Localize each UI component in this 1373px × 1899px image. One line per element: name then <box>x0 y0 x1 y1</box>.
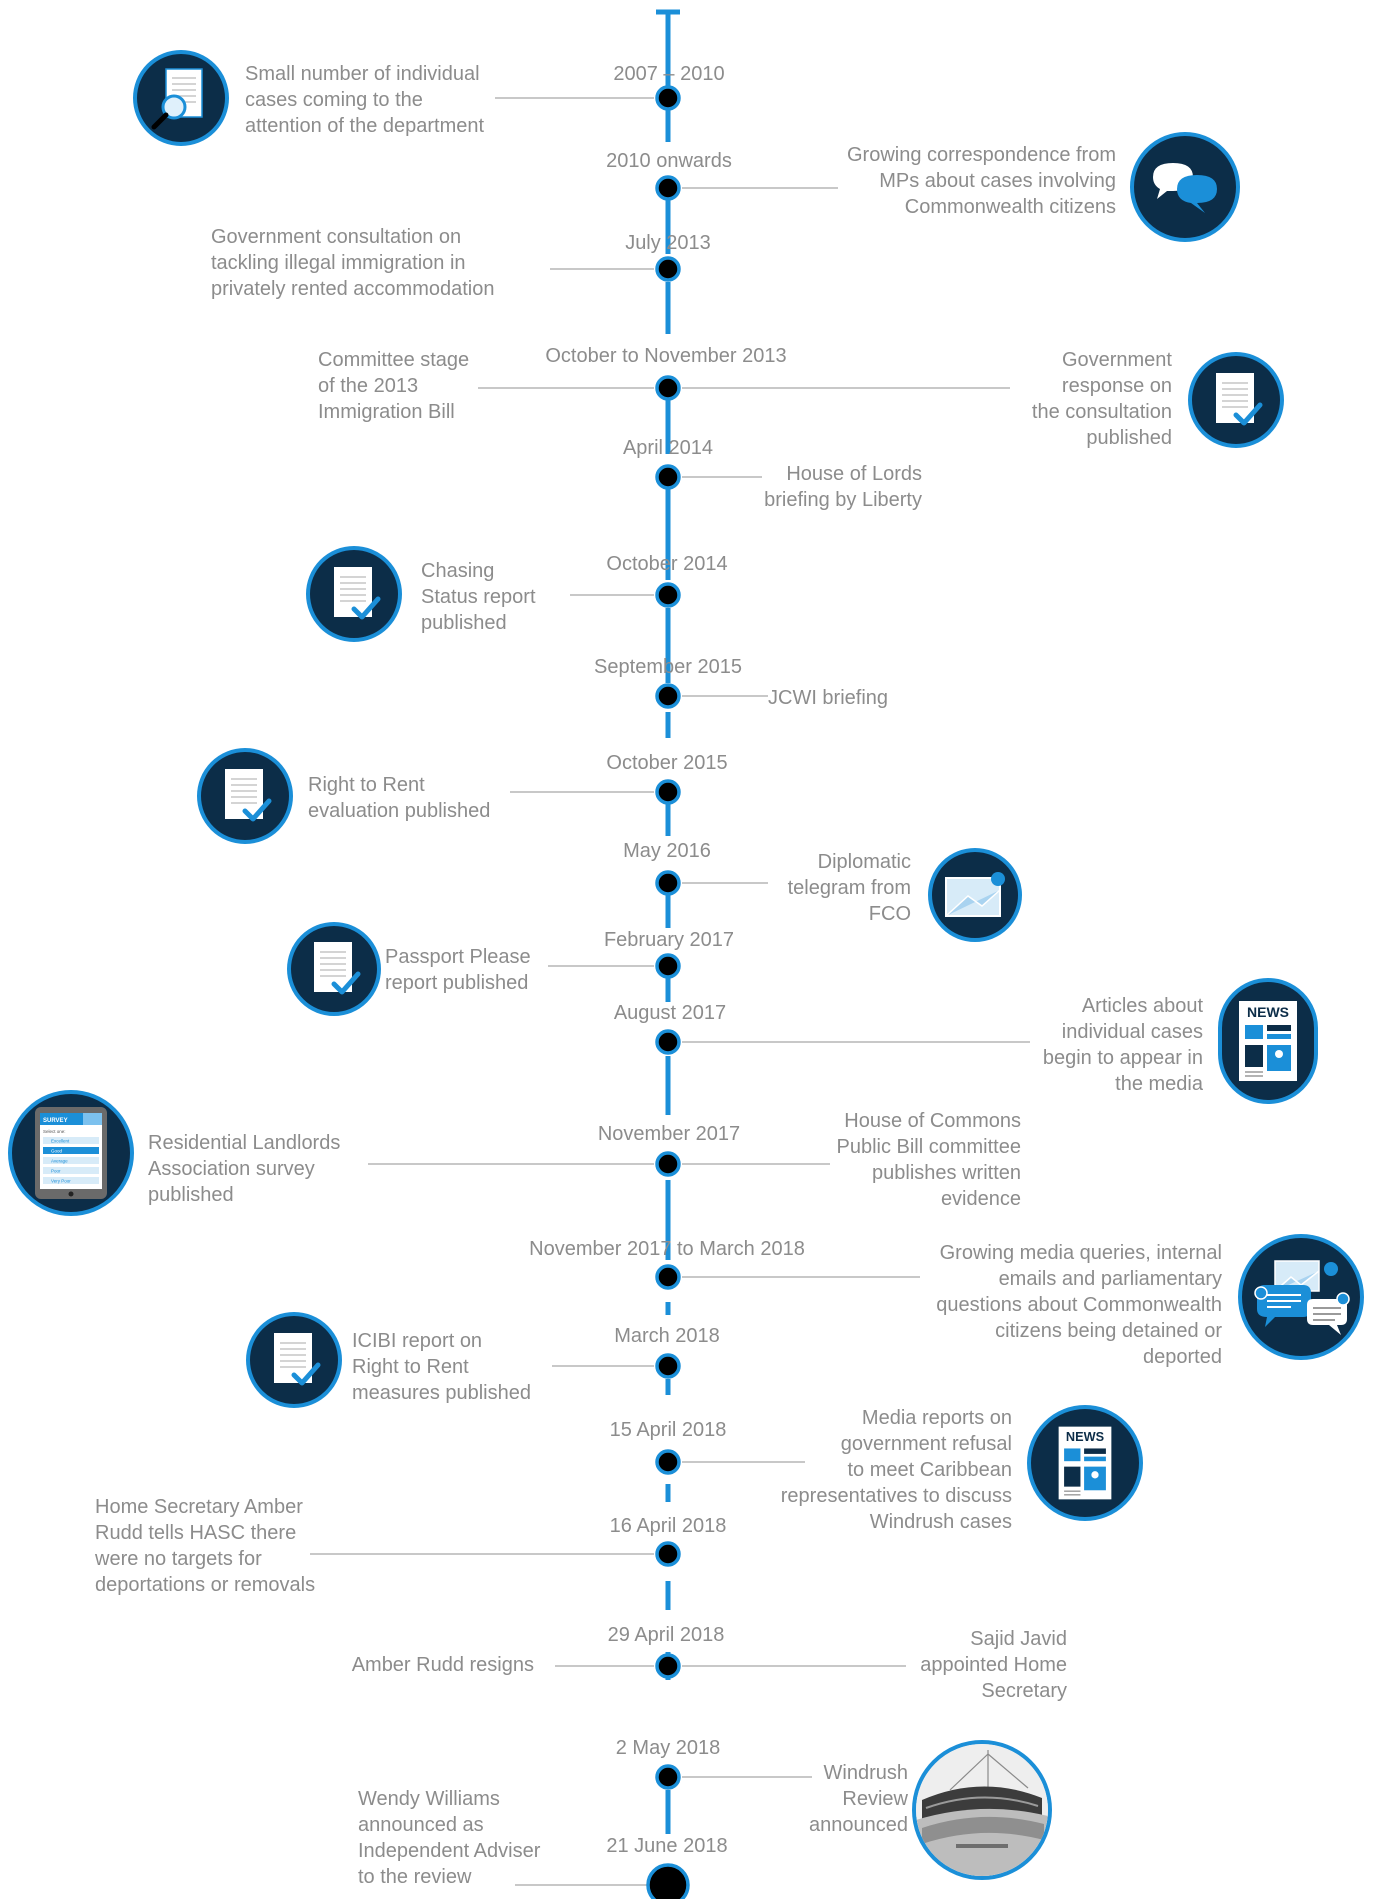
date-oct-nov-2013: October to November 2013 <box>545 345 787 367</box>
date-october-2014: October 2014 <box>606 553 728 575</box>
svg-text:Average: Average <box>51 1159 68 1164</box>
timeline-nodes <box>646 85 690 1899</box>
svg-text:Very Poor: Very Poor <box>51 1179 71 1184</box>
date-november-2017: November 2017 <box>597 1123 741 1145</box>
date-october-2015: October 2015 <box>606 752 728 774</box>
date-february-2017: February 2017 <box>603 929 735 951</box>
date-21-june-2018: 21 June 2018 <box>606 1835 728 1857</box>
node-mar-2018 <box>655 1353 681 1379</box>
magnifier-document-icon <box>133 50 229 146</box>
date-29-april-2018: 29 April 2018 <box>607 1624 725 1646</box>
tablet-survey-icon: SURVEY Select one: Excellent Good Averag… <box>8 1090 134 1216</box>
node-2010 <box>655 175 681 201</box>
node-apr-2014 <box>655 464 681 490</box>
node-may-2016 <box>655 870 681 896</box>
envelope-icon <box>928 848 1022 942</box>
news-word: NEWS <box>1247 1004 1289 1020</box>
node-nov-2017-mar-2018 <box>655 1264 681 1290</box>
event-rudd-resigns: Amber Rudd resigns <box>351 1654 534 1676</box>
node-nov-2017 <box>655 1151 681 1177</box>
date-september-2015: September 2015 <box>594 656 742 678</box>
node-sep-2015 <box>655 683 681 709</box>
date-march-2018: March 2018 <box>614 1325 720 1347</box>
news-word: NEWS <box>1066 1429 1104 1444</box>
connector-lines <box>310 97 1030 1886</box>
newspaper-icon: NEWS <box>1218 978 1318 1104</box>
date-2007-2010: 2007 – 2010 <box>613 63 725 85</box>
svg-text:Good: Good <box>51 1149 63 1154</box>
node-oct-2015 <box>655 779 681 805</box>
node-16-apr-2018 <box>655 1541 681 1567</box>
document-check-icon <box>246 1312 342 1408</box>
date-16-april-2018: 16 April 2018 <box>609 1515 727 1537</box>
media-queries-bubbles-icon <box>1238 1234 1364 1360</box>
node-2007 <box>655 85 681 111</box>
node-feb-2017 <box>655 953 681 979</box>
date-april-2014: April 2014 <box>622 437 714 459</box>
speech-bubbles-icon <box>1130 132 1240 242</box>
node-jul-2013 <box>655 256 681 282</box>
svg-text:Poor: Poor <box>51 1169 61 1174</box>
document-check-icon <box>306 546 402 642</box>
date-15-april-2018: 15 April 2018 <box>609 1419 727 1441</box>
node-29-apr-2018 <box>655 1653 681 1679</box>
date-july-2013: July 2013 <box>625 232 711 254</box>
document-check-icon <box>287 922 381 1016</box>
document-check-icon <box>1188 352 1284 448</box>
svg-text:Excellent: Excellent <box>51 1139 70 1144</box>
newspaper-icon: NEWS <box>1027 1405 1143 1521</box>
event-jcwi-briefing: JCWI briefing <box>768 687 889 709</box>
node-aug-2017 <box>655 1029 681 1055</box>
document-check-icon <box>197 748 293 844</box>
node-oct-2013 <box>655 375 681 401</box>
date-may-2016: May 2016 <box>623 840 711 862</box>
node-15-apr-2018 <box>655 1449 681 1475</box>
date-august-2017: August 2017 <box>613 1002 727 1024</box>
survey-subtitle: Select one: <box>43 1129 66 1134</box>
date-nov-2017-mar-2018: November 2017 to March 2018 <box>529 1238 805 1260</box>
date-2-may-2018: 2 May 2018 <box>615 1737 721 1759</box>
date-2010-onwards: 2010 onwards <box>606 150 732 172</box>
node-2-may-2018 <box>655 1764 681 1790</box>
node-oct-2014 <box>655 582 681 608</box>
node-21-jun-2018 <box>646 1863 690 1899</box>
windrush-ship-photo <box>912 1740 1052 1880</box>
survey-word: SURVEY <box>43 1118 68 1124</box>
